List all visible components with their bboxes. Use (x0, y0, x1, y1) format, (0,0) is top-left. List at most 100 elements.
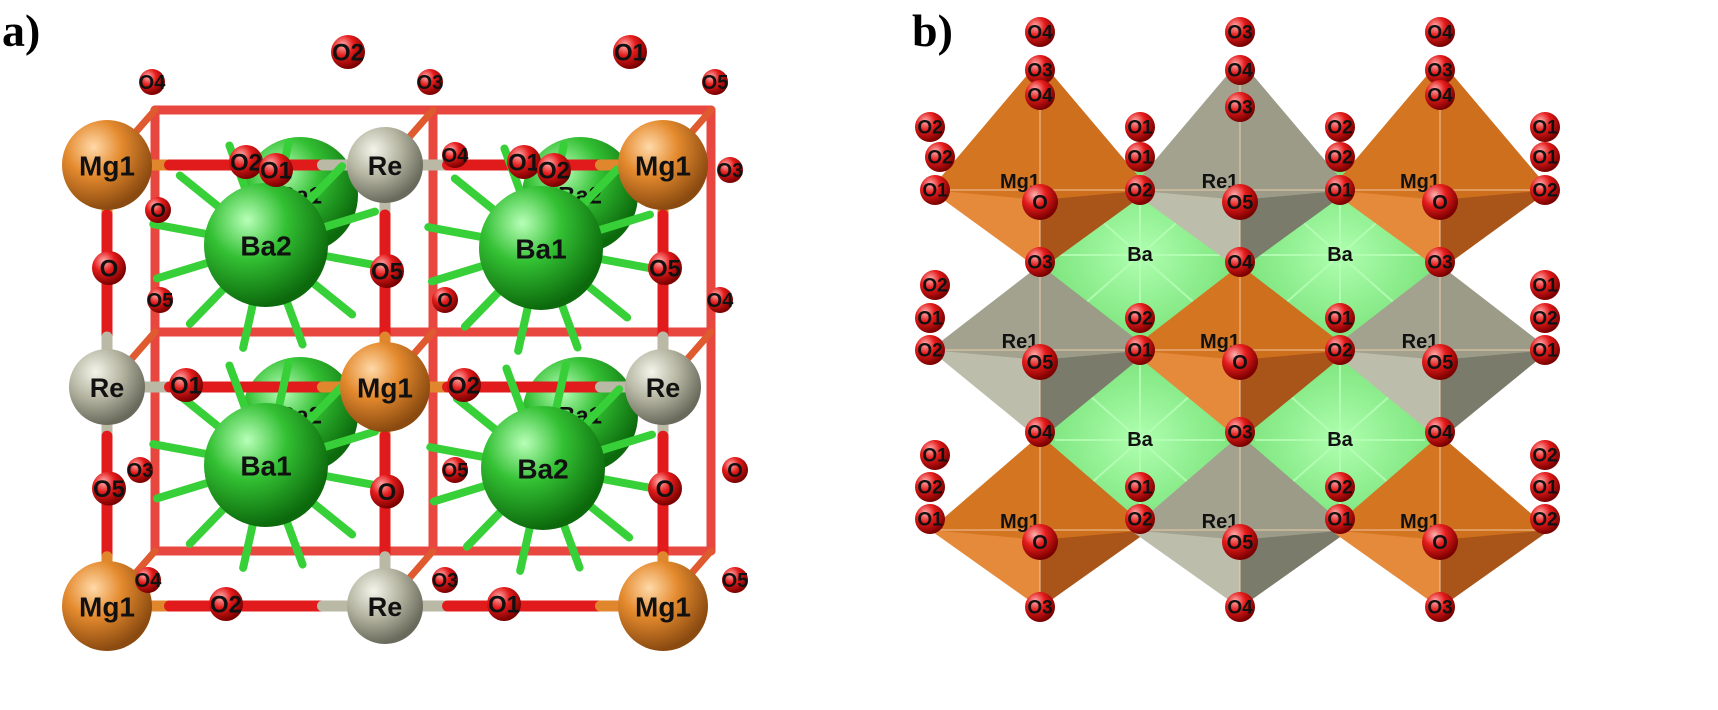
vertex-oxygen: O2 (1530, 303, 1560, 333)
apical-oxygen-label: O5 (1227, 532, 1254, 554)
apical-oxygen-sphere (1022, 184, 1058, 220)
oxygen-atom-sphere (447, 368, 481, 402)
oxygen-atom-partial-label: O4 (442, 145, 470, 167)
mg-atom-label: Mg1 (635, 592, 691, 623)
vertex-oxygen: O4 (1025, 80, 1055, 110)
vertex-oxygen: O3 (1025, 55, 1055, 85)
apical-oxygen: O5 (1422, 344, 1458, 380)
vertex-oxygen: O2 (915, 472, 945, 502)
apical-oxygen-label: O (1432, 532, 1448, 554)
vertex-oxygen-label: O2 (1532, 446, 1557, 467)
ba-atom-sphere (481, 406, 605, 530)
oxygen-atom-sphere (613, 35, 647, 69)
vertex-oxygen-label: O4 (1027, 423, 1053, 444)
oxygen-atom: O5 (648, 251, 682, 285)
vertex-oxygen-label: O1 (917, 510, 943, 531)
oxygen-atom-label: O2 (538, 158, 570, 185)
oxygen-atom-sphere (370, 474, 404, 509)
vertex-oxygen: O3 (1425, 55, 1455, 85)
apical-oxygen: O (1022, 524, 1058, 560)
vertex-oxygen-label: O2 (917, 341, 942, 362)
vertex-oxygen-sphere (1025, 80, 1055, 110)
oxygen-atom-partial: O5 (702, 69, 728, 95)
vertex-oxygen-sphere (1225, 92, 1255, 122)
vertex-oxygen-label: O2 (1327, 341, 1352, 362)
apical-oxygen: O (1422, 184, 1458, 220)
apical-oxygen-label: O (1432, 192, 1448, 214)
vertex-oxygen-sphere (915, 335, 945, 365)
vertex-oxygen: O2 (1125, 303, 1155, 333)
vertex-oxygen-sphere (1025, 247, 1055, 277)
vertex-oxygen-label: O4 (1227, 598, 1253, 619)
oxygen-atom: O1 (613, 35, 647, 69)
vertex-oxygen: O1 (1325, 175, 1355, 205)
vertex-oxygen-label: O3 (1027, 598, 1052, 619)
vertex-oxygen-label: O1 (1127, 118, 1153, 139)
vertex-oxygen: O4 (1425, 80, 1455, 110)
oxygen-atom-label: O1 (260, 158, 292, 185)
oxygen-atom-partial-label: O3 (432, 570, 459, 592)
vertex-oxygen-label: O1 (922, 181, 948, 202)
mg-atom-label: Mg1 (635, 151, 691, 182)
cation-label: Re1 (1402, 331, 1439, 353)
apical-oxygen: O5 (1222, 184, 1258, 220)
mg-atom-label: Mg1 (357, 373, 413, 404)
mg-atom-sphere (62, 120, 152, 210)
oxygen-atom: O1 (487, 587, 521, 621)
oxygen-atom-partial-label: O5 (147, 290, 174, 312)
mg-atom: Mg1 (62, 120, 152, 210)
apical-oxygen: O (1422, 524, 1458, 560)
vertex-oxygen: O1 (1325, 504, 1355, 534)
oxygen-atom-sphere (537, 153, 571, 187)
vertex-oxygen-sphere (1025, 17, 1055, 47)
oxygen-atom-partial: O5 (147, 287, 174, 313)
vertex-oxygen-sphere (920, 175, 950, 205)
vertex-oxygen-label: O2 (1327, 148, 1352, 169)
vertex-oxygen: O2 (1530, 504, 1560, 534)
vertex-oxygen-sphere (1425, 55, 1455, 85)
ba-atom-label: Ba1 (240, 451, 291, 482)
vertex-oxygen-label: O1 (1127, 478, 1153, 499)
oxygen-atom-partial-sphere (722, 567, 748, 593)
oxygen-atom-sphere (92, 471, 126, 506)
ba-atom-label: Ba2 (240, 231, 291, 262)
oxygen-atom-label: O1 (170, 373, 202, 400)
oxygen-atom-partial-sphere (127, 457, 153, 483)
oxygen-atom-sphere (169, 368, 203, 402)
ba-label: Ba (1327, 244, 1353, 266)
apical-oxygen-label: O (1032, 532, 1048, 554)
ba-atom-label: Ba1 (515, 234, 566, 265)
vertex-oxygen-sphere (915, 303, 945, 333)
oxygen-atom-partial: O5 (442, 457, 468, 483)
ba-atom-sphere (204, 403, 328, 527)
apical-oxygen-label: O5 (1027, 352, 1054, 374)
apical-oxygen: O5 (1222, 524, 1258, 560)
re-atom-sphere (347, 568, 423, 644)
vertex-oxygen-sphere (915, 112, 945, 142)
vertex-oxygen-label: O3 (1227, 98, 1252, 119)
oxygen-atom: O2 (331, 35, 365, 69)
vertex-oxygen-sphere (1025, 417, 1055, 447)
oxygen-atom-sphere (229, 145, 263, 179)
vertex-oxygen-sphere (1325, 504, 1355, 534)
oxygen-atom-partial-sphere (145, 197, 171, 223)
vertex-oxygen-sphere (1325, 142, 1355, 172)
oxygen-atom-sphere (259, 153, 293, 187)
oxygen-atom-partial-sphere (442, 457, 468, 483)
mg-octahedron: Mg1 (930, 435, 1150, 608)
vertex-oxygen-label: O4 (1227, 61, 1253, 82)
vertex-oxygen-sphere (1325, 112, 1355, 142)
vertex-oxygen-sphere (1125, 303, 1155, 333)
oxygen-atom-label: O (656, 476, 675, 503)
oxygen-atom: O (92, 251, 126, 285)
apical-oxygen-sphere (1422, 344, 1458, 380)
apical-oxygen-sphere (1222, 344, 1258, 380)
vertex-oxygen-sphere (1425, 80, 1455, 110)
apical-oxygen-sphere (1222, 524, 1258, 560)
vertex-oxygen-label: O3 (1227, 23, 1252, 44)
cation-label: Re1 (1202, 511, 1239, 533)
vertex-oxygen-label: O3 (1427, 253, 1452, 274)
vertex-oxygen-label: O2 (1327, 118, 1352, 139)
